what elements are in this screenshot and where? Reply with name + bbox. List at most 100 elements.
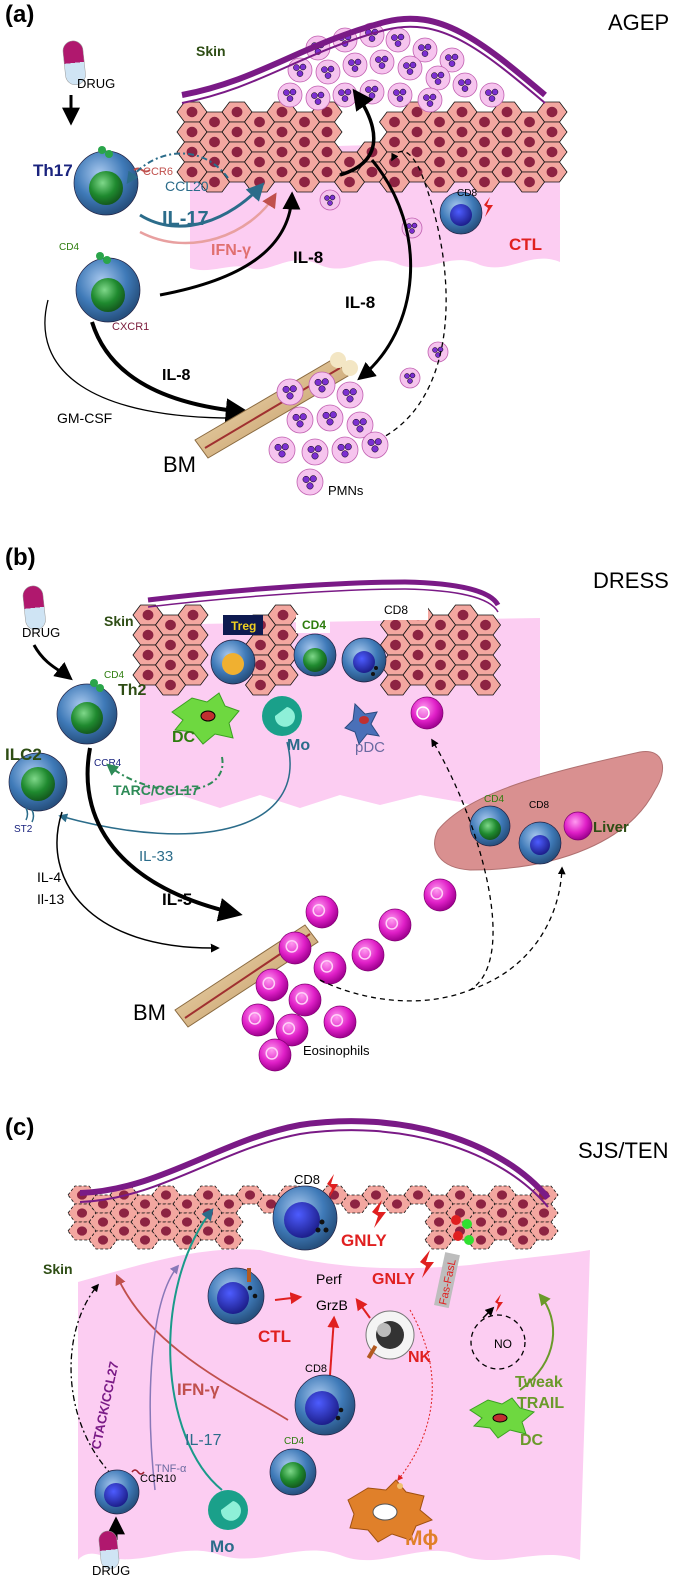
pmn-lobe	[314, 378, 322, 386]
ctl-cell-c	[207, 1267, 265, 1325]
pmn-lobe	[314, 98, 322, 105]
pmn-lobe	[367, 438, 375, 446]
pmn-lobe	[404, 373, 410, 379]
mphi-label: Mϕ	[405, 1527, 438, 1550]
drug-label-a: DRUG	[77, 76, 115, 91]
pmn-lobe	[409, 228, 415, 234]
pmn-cluster-bm	[268, 371, 389, 496]
il8-label-right: IL-8	[345, 293, 375, 312]
eosinophil	[278, 931, 312, 965]
eosinophil-granule	[312, 904, 326, 917]
gmcsf-label: GM-CSF	[57, 410, 112, 426]
pmn-lobe	[311, 92, 318, 99]
pmn-skin	[385, 27, 411, 53]
pmn-lobe	[368, 35, 376, 42]
pmn-skin	[452, 72, 478, 98]
bm-label-b: BM	[133, 1000, 166, 1025]
keratinocyte-nucleus	[139, 1235, 151, 1245]
keratinocyte-nucleus	[434, 176, 445, 188]
keratinocyte-nucleus	[496, 1226, 508, 1236]
pdc-label: pDC	[355, 739, 385, 756]
pmn-lobe	[381, 55, 389, 63]
keratinocyte-nucleus	[97, 1199, 109, 1209]
eosinophil-granule	[282, 1022, 296, 1035]
pmn-lobe	[342, 388, 350, 396]
keratinocyte-nucleus	[186, 146, 198, 158]
keratinocyte-nucleus	[390, 659, 401, 671]
eosinophil	[313, 951, 347, 985]
pmn-lobe	[311, 452, 319, 460]
pmn-lobe	[329, 411, 337, 419]
keratinocyte-nucleus	[435, 679, 446, 691]
ccl20-arrow	[126, 152, 229, 184]
pmn-lobe	[423, 94, 430, 101]
skin-label-b: Skin	[104, 613, 134, 629]
pmns-label: PMNs	[328, 483, 364, 498]
pmn-lobe	[344, 88, 352, 96]
keratinocyte-nucleus	[517, 1199, 529, 1209]
keratinocyte-nucleus	[412, 649, 424, 661]
pmn-lobe	[409, 61, 417, 69]
eosinophil	[323, 1005, 357, 1039]
pmn-lobe	[354, 58, 362, 66]
keratinocyte-nucleus	[139, 1217, 151, 1227]
keratinocyte-nucleus	[475, 1235, 487, 1245]
eosinophil	[258, 1038, 292, 1072]
ctl-to-perf-arrow	[274, 1292, 303, 1305]
keratinocyte-nucleus	[457, 669, 469, 681]
pmn-dermis	[399, 367, 421, 389]
keratinocyte-nucleus	[231, 146, 243, 158]
pmn-lobe	[397, 33, 405, 41]
pmn-lobe	[306, 482, 314, 490]
dc-cell-c	[469, 1397, 536, 1439]
cd8-skin-label: CD8	[384, 603, 408, 617]
pmn-lobe	[282, 385, 290, 393]
keratinocyte-nucleus	[538, 1226, 550, 1236]
il17-arrow	[139, 182, 265, 228]
keratinocyte-nucleus	[501, 166, 513, 178]
keratinocyte-nucleus	[223, 1217, 235, 1227]
il4-label: IL-4	[37, 869, 61, 885]
stratum-corneum-b	[147, 579, 501, 607]
pmn-skin	[412, 37, 438, 63]
ctl-label-a: CTL	[509, 235, 542, 254]
pmn-lobe	[461, 85, 469, 92]
stratum-corneum-b-inner	[147, 588, 499, 613]
pmn-bm	[296, 468, 324, 496]
pmn-lobe	[378, 62, 386, 69]
perf-label: Perf	[316, 1271, 342, 1287]
pmn-skin	[277, 82, 303, 108]
keratinocyte-nucleus	[524, 176, 535, 188]
keratinocyte-nucleus	[479, 156, 490, 168]
pmn-lobe	[409, 372, 416, 379]
keratinocyte-nucleus	[187, 609, 199, 621]
ccr10-label: CCR10	[140, 1473, 176, 1485]
il13-label: Il-13	[37, 891, 64, 907]
keratinocyte-nucleus	[479, 176, 490, 188]
cd4-skin-cell-b	[293, 633, 337, 677]
keratinocyte-nucleus	[254, 136, 265, 148]
eosinophil-granule	[262, 977, 276, 990]
eosinophils-label: Eosinophils	[303, 1043, 370, 1058]
cd8-cell-mid-c	[294, 1374, 356, 1436]
eosinophil	[241, 1003, 275, 1037]
cd4-label-b: CD4	[104, 670, 124, 681]
pmn-skin	[417, 87, 443, 113]
ilc2-cell	[8, 752, 68, 823]
pmn-lobe	[488, 95, 496, 102]
cd4-cell-a	[75, 252, 141, 323]
pmn-lobe	[346, 395, 354, 403]
drug-arrow-b	[32, 644, 73, 681]
pmn-lobe	[418, 44, 425, 51]
il8-label-top: IL-8	[293, 248, 323, 267]
ifng-arrow-c	[115, 1274, 289, 1421]
ctl-cell-a	[439, 191, 493, 235]
keratinocyte-nucleus	[434, 136, 445, 148]
pmn-bm	[316, 404, 344, 432]
th17-label: Th17	[33, 161, 73, 180]
pmn-lobe	[434, 78, 442, 85]
gnly-label-2: GNLY	[372, 1271, 415, 1288]
pmn-bm	[301, 438, 329, 466]
pmn-skin	[369, 49, 395, 75]
pmn-bm	[276, 378, 304, 406]
